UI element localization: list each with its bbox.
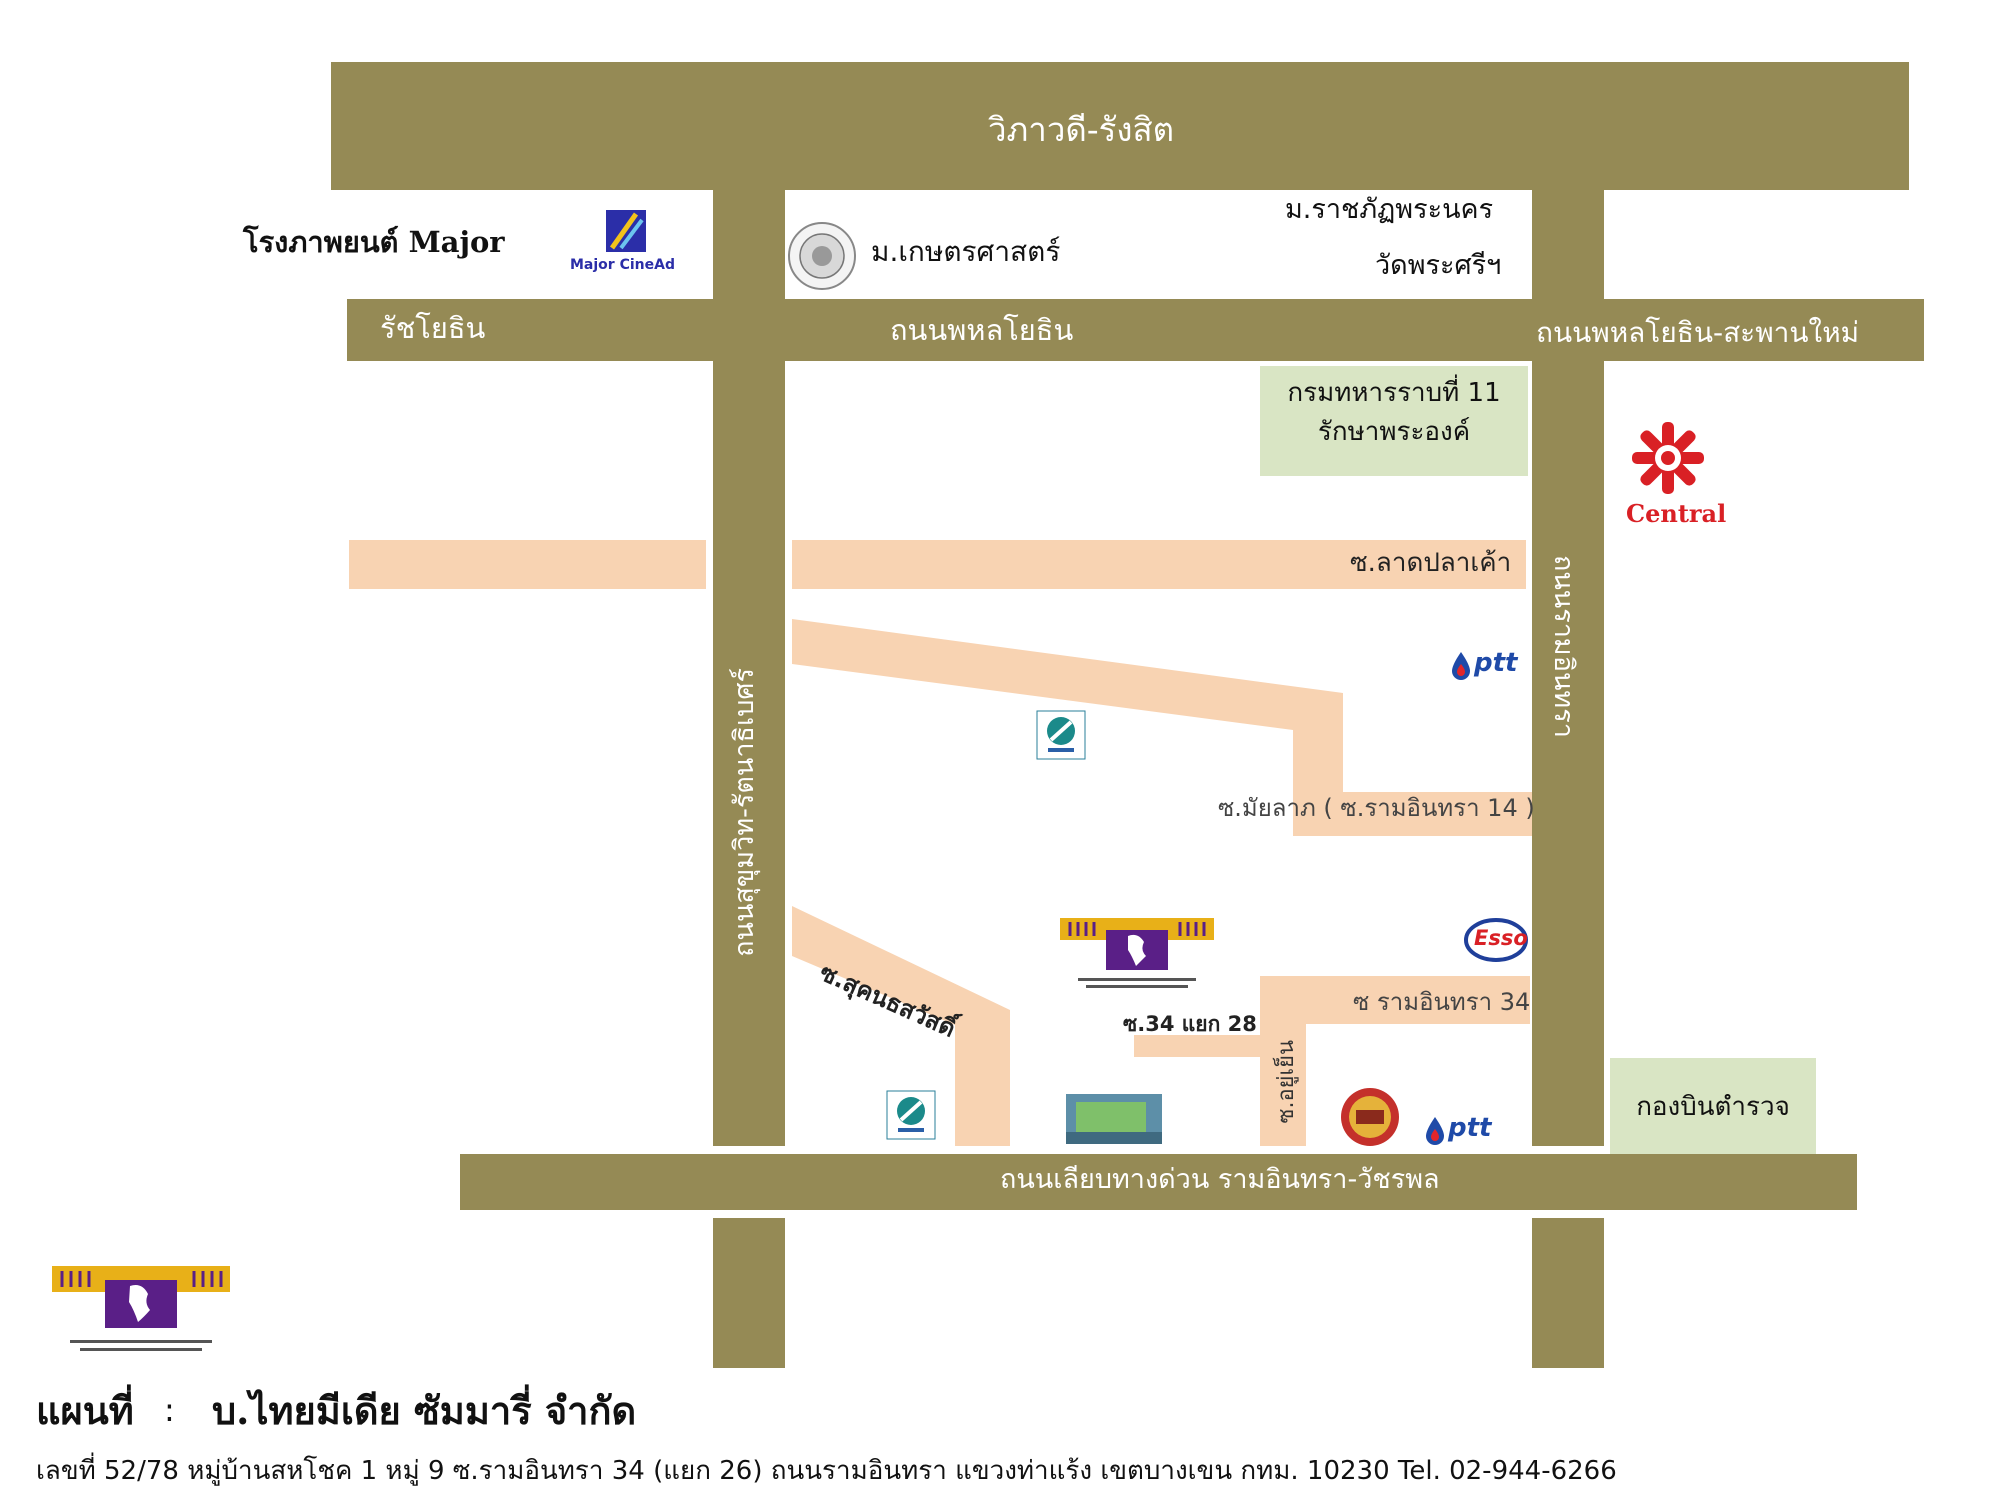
regiment-zone: กรมทหารราบที่ 11 รักษาพระองค์ (1260, 366, 1528, 476)
soi-yaek28 (1134, 1035, 1264, 1057)
road-vibhavadi (331, 62, 1909, 190)
esso-text: Esso (1474, 926, 1528, 950)
soi-lat-pla-khao (792, 540, 1526, 589)
label-rajabhat: ม.ราชภัฏพระนคร (1285, 194, 1494, 225)
ptt-text: ptt (1448, 1113, 1492, 1143)
road-expressway (460, 1154, 1857, 1210)
footer-title-separator: : (164, 1391, 175, 1429)
label-expressway: ถนนเลียบทางด่วน รามอินทรา-วัชรพล (1000, 1164, 1440, 1195)
major-cinead-logo-icon: Major CineAd (566, 208, 686, 278)
central-text: Central (1626, 499, 1727, 528)
road-left-vertical-lower (713, 1218, 785, 1368)
road-phahon-middle (714, 299, 1532, 361)
central-logo-icon: Central (1618, 420, 1726, 530)
label-yaek28: ซ.34 แยก 28 (1123, 1012, 1257, 1036)
label-ratchayothin: รัชโยธิน (380, 311, 486, 345)
label-ramintra: ถนนรามอินทรา (1548, 555, 1579, 738)
police-aviation-label: กองบินตำรวจ (1636, 1092, 1790, 1122)
regiment-line1: กรมทหารราบที่ 11 (1287, 378, 1501, 408)
road-ramintra (1532, 190, 1604, 1146)
ptt-logo-icon: ptt (1424, 1113, 1504, 1147)
label-wat: วัดพระศรีฯ (1375, 250, 1502, 281)
road-ramintra-lower (1532, 1218, 1604, 1368)
label-left-vertical: ถนนสุขุมวิท-รัตนาธิเบศร์ (729, 668, 760, 957)
label-cinema: โรงภาพยนต์ Major (243, 225, 505, 259)
label-phahon: ถนนพหลโยธิน (890, 313, 1074, 347)
footer-company-name: บ.ไทยมีเดีย ซัมมารี่ จำกัด (212, 1388, 637, 1433)
bangchak-logo-icon (1036, 710, 1086, 760)
label-phahon-saphanmai: ถนนพหลโยธิน-สะพานใหม่ (1536, 316, 1860, 349)
soi-left-stub (349, 540, 706, 589)
esso-logo-icon: Esso (1464, 918, 1528, 962)
label-kasetsart: ม.เกษตรศาสตร์ (871, 235, 1061, 268)
soi-yuyen (1260, 976, 1306, 1146)
label-vibhavadi: วิภาวดี-รังสิต (988, 110, 1175, 149)
road-left-vertical (713, 190, 785, 1146)
ptt-logo-icon: ptt (1450, 648, 1530, 682)
label-yuyen: ซ.อยู่เย็น (1274, 1040, 1299, 1124)
label-lat-pla-khao: ซ.ลาดปลาเค้า (1350, 548, 1512, 578)
footer-title-label: แผนที่ (36, 1388, 134, 1433)
label-ram34: ซ รามอินทรา 34 (1353, 988, 1531, 1016)
footer-address: เลขที่ 52/78 หมู่บ้านสหโชค 1 หมู่ 9 ซ.รา… (36, 1456, 1617, 1486)
restaurant-sign-icon (1066, 1094, 1162, 1144)
road-phahon-left (347, 299, 713, 361)
label-maiyalap: ซ.มัยลาภ ( ซ.รามอินทรา 14 ) (1218, 794, 1535, 822)
emblem-icon (1341, 1088, 1399, 1146)
company-logo-icon (52, 1266, 230, 1351)
police-aviation-zone: กองบินตำรวจ (1610, 1058, 1816, 1154)
regiment-line2: รักษาพระองค์ (1317, 417, 1471, 447)
major-cinead-text: Major CineAd (570, 257, 675, 273)
kasetsart-seal-icon (788, 222, 856, 290)
ptt-text: ptt (1474, 648, 1518, 678)
bangchak-logo-icon (886, 1090, 936, 1140)
company-logo-icon (1060, 918, 1214, 988)
